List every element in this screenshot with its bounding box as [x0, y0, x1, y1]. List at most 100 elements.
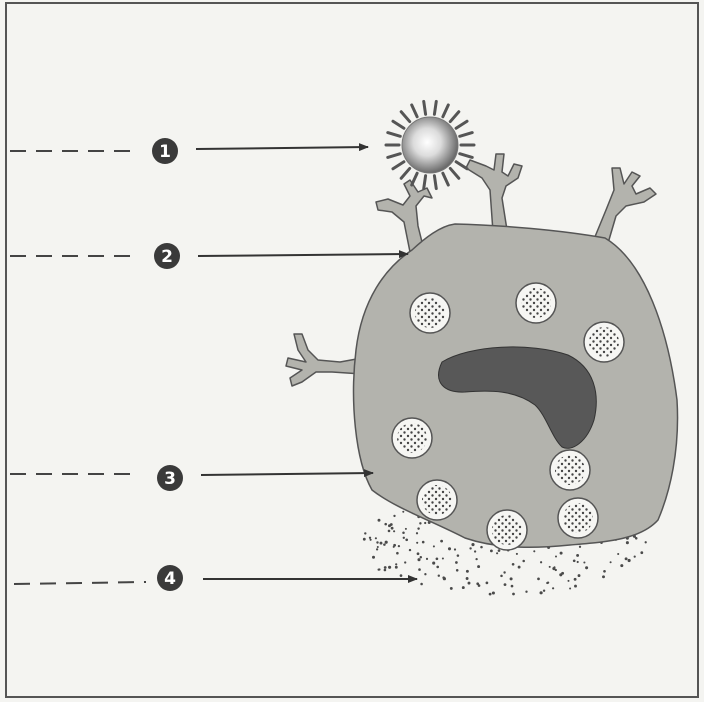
antigen-spike [388, 133, 400, 137]
released-particle [476, 582, 479, 585]
antigen-spike [456, 121, 467, 128]
antigen-spike [401, 168, 410, 178]
released-particle [454, 548, 456, 550]
released-particle [405, 538, 408, 541]
released-particle [450, 587, 453, 590]
released-particle [512, 563, 515, 566]
antigen-spike [412, 105, 417, 117]
released-particle [620, 564, 623, 567]
antigen-spike [393, 162, 404, 169]
released-particle [628, 559, 631, 562]
released-particle [440, 540, 443, 543]
released-particle [567, 580, 569, 582]
released-particle [393, 544, 396, 547]
released-particle [402, 511, 404, 513]
released-particle [602, 575, 605, 578]
released-particle [634, 556, 636, 558]
released-particle [432, 562, 435, 565]
antigen [386, 101, 474, 188]
antigen-spike [434, 176, 436, 189]
released-particle [416, 542, 418, 544]
released-particle [573, 559, 576, 562]
released-particle [626, 541, 629, 544]
released-particle [402, 531, 405, 534]
number-text-4: 4 [164, 569, 176, 589]
released-particle [443, 577, 446, 580]
released-particle [438, 575, 440, 577]
released-particle [518, 566, 521, 569]
antigen-core [402, 117, 458, 173]
released-particle [533, 550, 535, 552]
released-particle [420, 583, 423, 586]
released-particle [377, 546, 379, 548]
released-particle [455, 561, 458, 564]
released-particle [404, 561, 406, 563]
released-particle [504, 583, 507, 586]
antigen-spike [460, 154, 472, 158]
released-particle [511, 585, 514, 588]
released-particle [416, 532, 418, 534]
antigen-spike [456, 162, 467, 169]
released-particle [370, 539, 372, 541]
released-particle [640, 551, 643, 554]
released-particle [380, 542, 383, 545]
released-particle [384, 569, 387, 572]
released-particle [574, 578, 577, 581]
released-particle [583, 561, 585, 563]
released-particle [489, 593, 492, 596]
released-particle [552, 567, 555, 570]
released-particle [457, 554, 460, 557]
released-particle [471, 543, 474, 546]
granule [550, 450, 590, 490]
released-particle [577, 561, 579, 563]
released-particle [372, 556, 375, 559]
label-4: 4 [14, 565, 417, 591]
released-particle [388, 566, 391, 569]
released-particle [560, 552, 563, 555]
released-particle [369, 537, 371, 539]
released-particle [390, 523, 393, 526]
arrow-2 [198, 254, 408, 256]
released-particle [468, 582, 471, 585]
released-particle [537, 578, 540, 581]
arrow-1 [196, 147, 368, 149]
antigen-spike [443, 105, 448, 117]
released-particle [610, 561, 612, 563]
released-particle [552, 587, 554, 589]
released-particle [477, 565, 480, 568]
released-particle [480, 546, 483, 549]
released-particle [475, 558, 477, 560]
released-particle [378, 519, 381, 522]
released-particle [462, 586, 465, 589]
antigen-spike [388, 154, 400, 158]
number-text-2: 2 [161, 247, 173, 267]
released-particle [635, 537, 638, 540]
released-particle [503, 571, 505, 573]
released-particle [420, 556, 422, 558]
released-particle [433, 545, 435, 547]
released-particle [417, 558, 420, 561]
released-particle [510, 577, 513, 580]
released-particle [456, 569, 459, 572]
antigen-spike [393, 121, 404, 128]
released-particle [395, 566, 398, 569]
released-particle [384, 523, 387, 526]
granule-releasing [487, 510, 527, 550]
released-particle [417, 552, 420, 555]
released-particle [512, 593, 515, 596]
released-particle [383, 543, 386, 546]
released-particle [409, 549, 411, 551]
released-particle [492, 591, 495, 594]
released-particle [625, 557, 628, 560]
released-particle [436, 557, 439, 560]
released-particle [540, 591, 543, 594]
released-particle [549, 566, 551, 568]
released-particle [498, 549, 501, 552]
released-particle [500, 575, 503, 578]
released-particle [376, 548, 378, 550]
label-3: 3 [10, 465, 373, 491]
released-particle [378, 568, 380, 570]
released-particle [424, 522, 426, 524]
receptor-top-middle [466, 154, 522, 232]
released-particle [384, 566, 387, 569]
